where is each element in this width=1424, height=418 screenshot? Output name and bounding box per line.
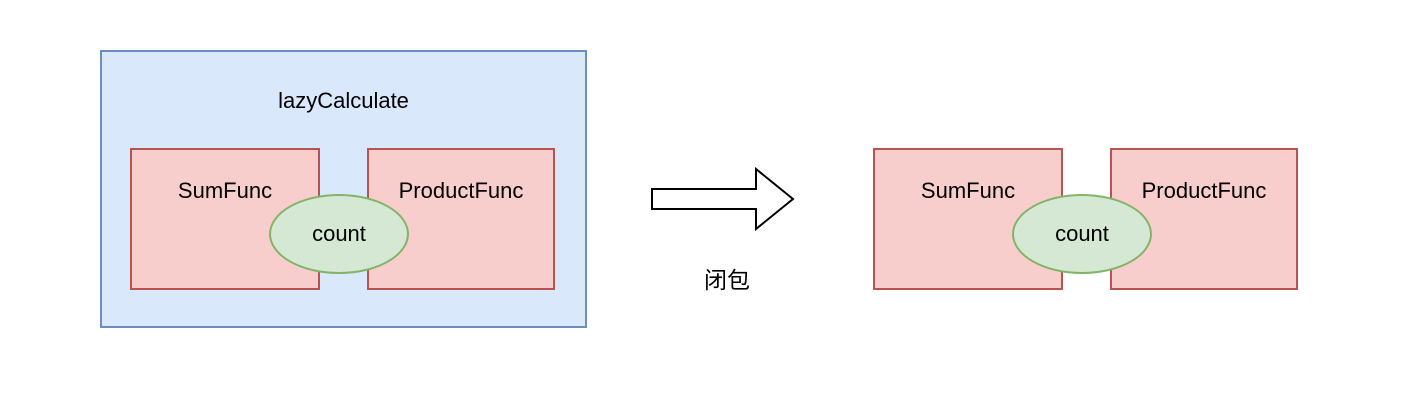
count-label-left: count <box>312 221 366 246</box>
productfunc-box-left: ProductFunc <box>367 148 555 290</box>
count-ellipse-right: count <box>1012 194 1152 274</box>
arrow-caption: 闭包 <box>704 267 750 293</box>
right-arrow-shape <box>651 166 795 232</box>
count-ellipse-left: count <box>269 194 409 274</box>
count-label-right: count <box>1055 221 1109 246</box>
lazycalculate-label: lazyCalculate <box>278 88 409 113</box>
productfunc-label-right: ProductFunc <box>1141 178 1267 203</box>
right-arrow-icon <box>651 166 795 232</box>
sumfunc-label-left: SumFunc <box>177 178 273 203</box>
sumfunc-label-right: SumFunc <box>920 178 1016 203</box>
productfunc-label-left: ProductFunc <box>398 178 524 203</box>
